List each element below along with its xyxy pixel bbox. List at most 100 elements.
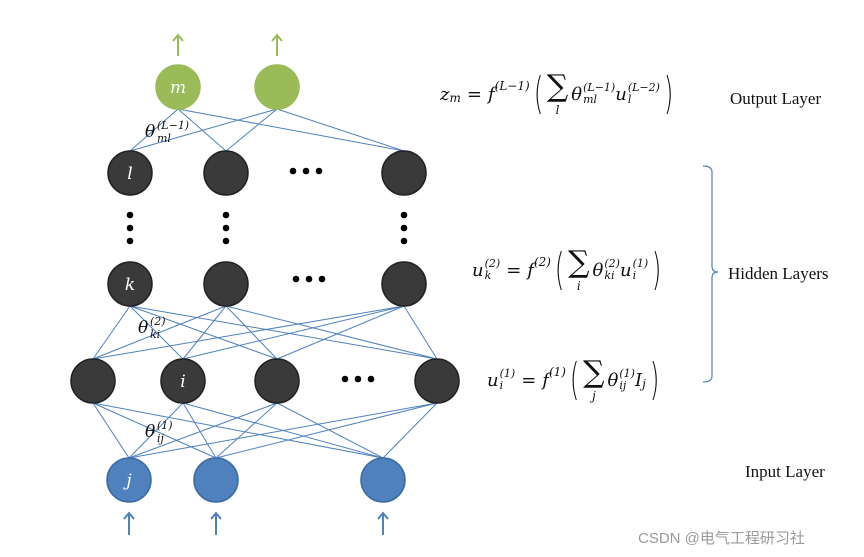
eq-theta: θ xyxy=(571,83,583,105)
node-label: l xyxy=(127,164,132,184)
ellipsis-dot xyxy=(367,375,375,383)
eq-term-sub: j xyxy=(642,377,646,391)
node-label: i xyxy=(180,372,185,392)
weight-label-hidden1-sup: (1) xyxy=(157,419,173,432)
weight-label-hidden1-sub: ij xyxy=(157,432,165,445)
output-node xyxy=(155,64,201,110)
hidden-mid-node xyxy=(107,261,153,307)
ellipsis-dot xyxy=(126,237,134,245)
term-sub: i xyxy=(632,269,637,282)
eq-theta-scripts: (2)ki xyxy=(604,258,620,281)
hidden-bottom-node xyxy=(70,358,116,404)
input-arrow-icon-head xyxy=(210,511,222,520)
eq-rparen: ) xyxy=(652,244,662,295)
lhs-sub: k xyxy=(484,269,492,282)
edge-hidden2-hidden1 xyxy=(276,305,405,360)
eq-theta: θ xyxy=(592,259,604,281)
ellipsis-dot xyxy=(126,224,134,232)
ellipsis-dot xyxy=(400,237,408,245)
edge-hidden1-input xyxy=(92,402,384,459)
eq-f: f xyxy=(527,259,534,281)
eq-term: I xyxy=(634,369,643,391)
input-node xyxy=(106,457,152,503)
eq-f-sup: (1) xyxy=(548,365,566,379)
edge-hidden1-input xyxy=(215,402,438,459)
eq-lhs-scripts: (2)k xyxy=(485,258,501,281)
weight-label-output: θ xyxy=(145,122,155,142)
theta-sub: ij xyxy=(619,379,627,392)
eq-lhs: u xyxy=(472,259,484,281)
eq-f: f xyxy=(487,83,495,105)
edge-output-hidden xyxy=(177,108,405,152)
ellipsis-dot xyxy=(289,167,297,175)
ellipsis-dot xyxy=(222,224,230,232)
edge-hidden2-hidden1 xyxy=(225,305,278,360)
theta-sub: ki xyxy=(604,269,615,282)
eq-theta: θ xyxy=(607,369,619,391)
weight-label-hidden2-sup: (2) xyxy=(150,315,166,328)
output-arrow-icon-head xyxy=(172,33,184,42)
ellipsis-dot xyxy=(354,375,362,383)
lhs-sup: (2) xyxy=(484,257,501,271)
ellipsis-dot xyxy=(400,211,408,219)
edge-hidden2-hidden1 xyxy=(225,305,438,360)
watermark: CSDN @电气工程研习社 xyxy=(638,530,805,547)
edge-hidden2-hidden1 xyxy=(182,305,227,360)
eq-f: f xyxy=(542,369,549,391)
theta-sup: (L−1) xyxy=(583,81,616,95)
hidden-top-node xyxy=(107,150,153,196)
edge-hidden2-hidden1 xyxy=(92,305,131,360)
lhs-sub: i xyxy=(499,379,504,392)
term-sub: l xyxy=(627,93,632,106)
eq-f-sup: (L−1) xyxy=(494,79,530,93)
hidden-bottom-node xyxy=(414,358,460,404)
edge-hidden2-hidden1 xyxy=(92,305,405,360)
output-layer-label: Output Layer xyxy=(730,89,822,108)
input-arrow-icon-head xyxy=(377,511,389,520)
edge-hidden1-input xyxy=(215,402,278,459)
edge-hidden2-hidden1 xyxy=(129,305,184,360)
hidden-equation: u(2)k = f(2) ( ∑i θ(2)ki u(1)i ) xyxy=(472,244,665,295)
ellipsis-dot xyxy=(315,167,323,175)
edge-hidden2-hidden1 xyxy=(92,305,227,360)
output-arrow-icon-head xyxy=(271,33,283,42)
eq-term: u xyxy=(615,83,627,105)
eq-f-sup: (2) xyxy=(533,255,551,269)
edge-hidden1-input xyxy=(92,402,130,459)
edge-output-hidden xyxy=(129,108,278,152)
hidden-top-node xyxy=(203,150,249,196)
eq-equals: = xyxy=(521,369,537,391)
weight-label-hidden2-sub: ki xyxy=(150,328,160,341)
ellipsis-dot xyxy=(400,224,408,232)
edge-output-hidden xyxy=(276,108,405,152)
ellipsis-dot xyxy=(126,211,134,219)
eq-lparen: ( xyxy=(533,68,543,119)
eq-term: u xyxy=(619,259,632,281)
ellipsis-dot xyxy=(302,167,310,175)
eq-theta-scripts: (1)ij xyxy=(619,368,635,391)
weight-label-output-sup: (L−1) xyxy=(157,119,189,132)
sigma-symbol: ∑ xyxy=(568,245,590,280)
edge-hidden2-hidden1 xyxy=(182,305,405,360)
theta-sup: (1) xyxy=(619,367,635,381)
edge-output-hidden xyxy=(225,108,278,152)
eq-equals: = xyxy=(466,83,482,105)
node-label: m xyxy=(170,78,186,98)
sigma-index: i xyxy=(576,279,581,293)
term-sup: (1) xyxy=(632,257,649,271)
hidden-layers-bracket xyxy=(702,165,719,383)
ellipsis-dot xyxy=(305,275,313,283)
hidden-bottom-node xyxy=(254,358,300,404)
ellipsis-dot xyxy=(222,237,230,245)
eq-lhs-scripts: (1)i xyxy=(500,368,516,391)
hidden-mid-node xyxy=(203,261,249,307)
eq-lhs: u xyxy=(487,369,499,391)
eq-term-scripts: (L−2)l xyxy=(628,82,660,105)
edge-hidden1-input xyxy=(276,402,384,459)
weight-labels: θ(L−1)mlθ(2)kiθ(1)ij xyxy=(138,119,189,445)
eq-rparen: ) xyxy=(649,354,660,405)
ellipsis-dot xyxy=(341,375,349,383)
